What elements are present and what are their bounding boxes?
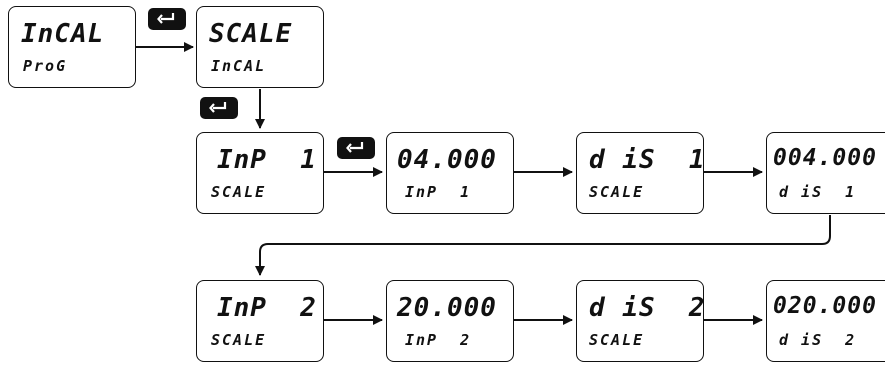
display-box-inp1-value: 04.000 InP 1 [386,132,514,214]
display-sub-text: d iS 2 [779,331,857,349]
enter-key-icon [337,137,375,159]
display-sub-text: SCALE [211,183,267,201]
display-sub-text: InP 2 [405,331,472,349]
display-box-inp1-scale: InP 1 SCALE [196,132,324,214]
display-box-scale-incal: SCALE InCAL [196,6,324,88]
display-main-text: InP 2 [217,293,317,323]
enter-key-icon [200,97,238,119]
display-main-text: InP 1 [217,145,317,175]
display-sub-text: InCAL [211,57,267,75]
display-sub-text: SCALE [211,331,267,349]
display-main-text: 020.000 [773,293,877,319]
display-main-text: d iS 1 [589,145,706,175]
display-main-text: InCAL [21,19,105,49]
display-sub-text: ProG [23,57,68,75]
display-main-text: 04.000 [397,145,497,175]
display-box-incal-prog: InCAL ProG [8,6,136,88]
display-sub-text: d iS 1 [779,183,857,201]
display-box-dis2-scale: d iS 2 SCALE [576,280,706,362]
display-sub-text: SCALE [589,183,645,201]
display-main-text: SCALE [209,19,293,49]
display-box-inp2-scale: InP 2 SCALE [196,280,324,362]
display-box-dis2-value: 020.000 d iS 2 [766,280,885,362]
display-box-inp2-value: 20.000 InP 2 [386,280,514,362]
display-main-text: 004.000 [773,145,877,171]
display-box-dis1-value: 004.000 d iS 1 [766,132,885,214]
enter-key-icon [148,8,186,30]
arrow-row-wrap [255,215,831,276]
display-main-text: d iS 2 [589,293,706,323]
display-box-dis1-scale: d iS 1 SCALE [576,132,706,214]
display-sub-text: SCALE [589,331,645,349]
display-sub-text: InP 1 [405,183,472,201]
display-main-text: 20.000 [397,293,497,323]
